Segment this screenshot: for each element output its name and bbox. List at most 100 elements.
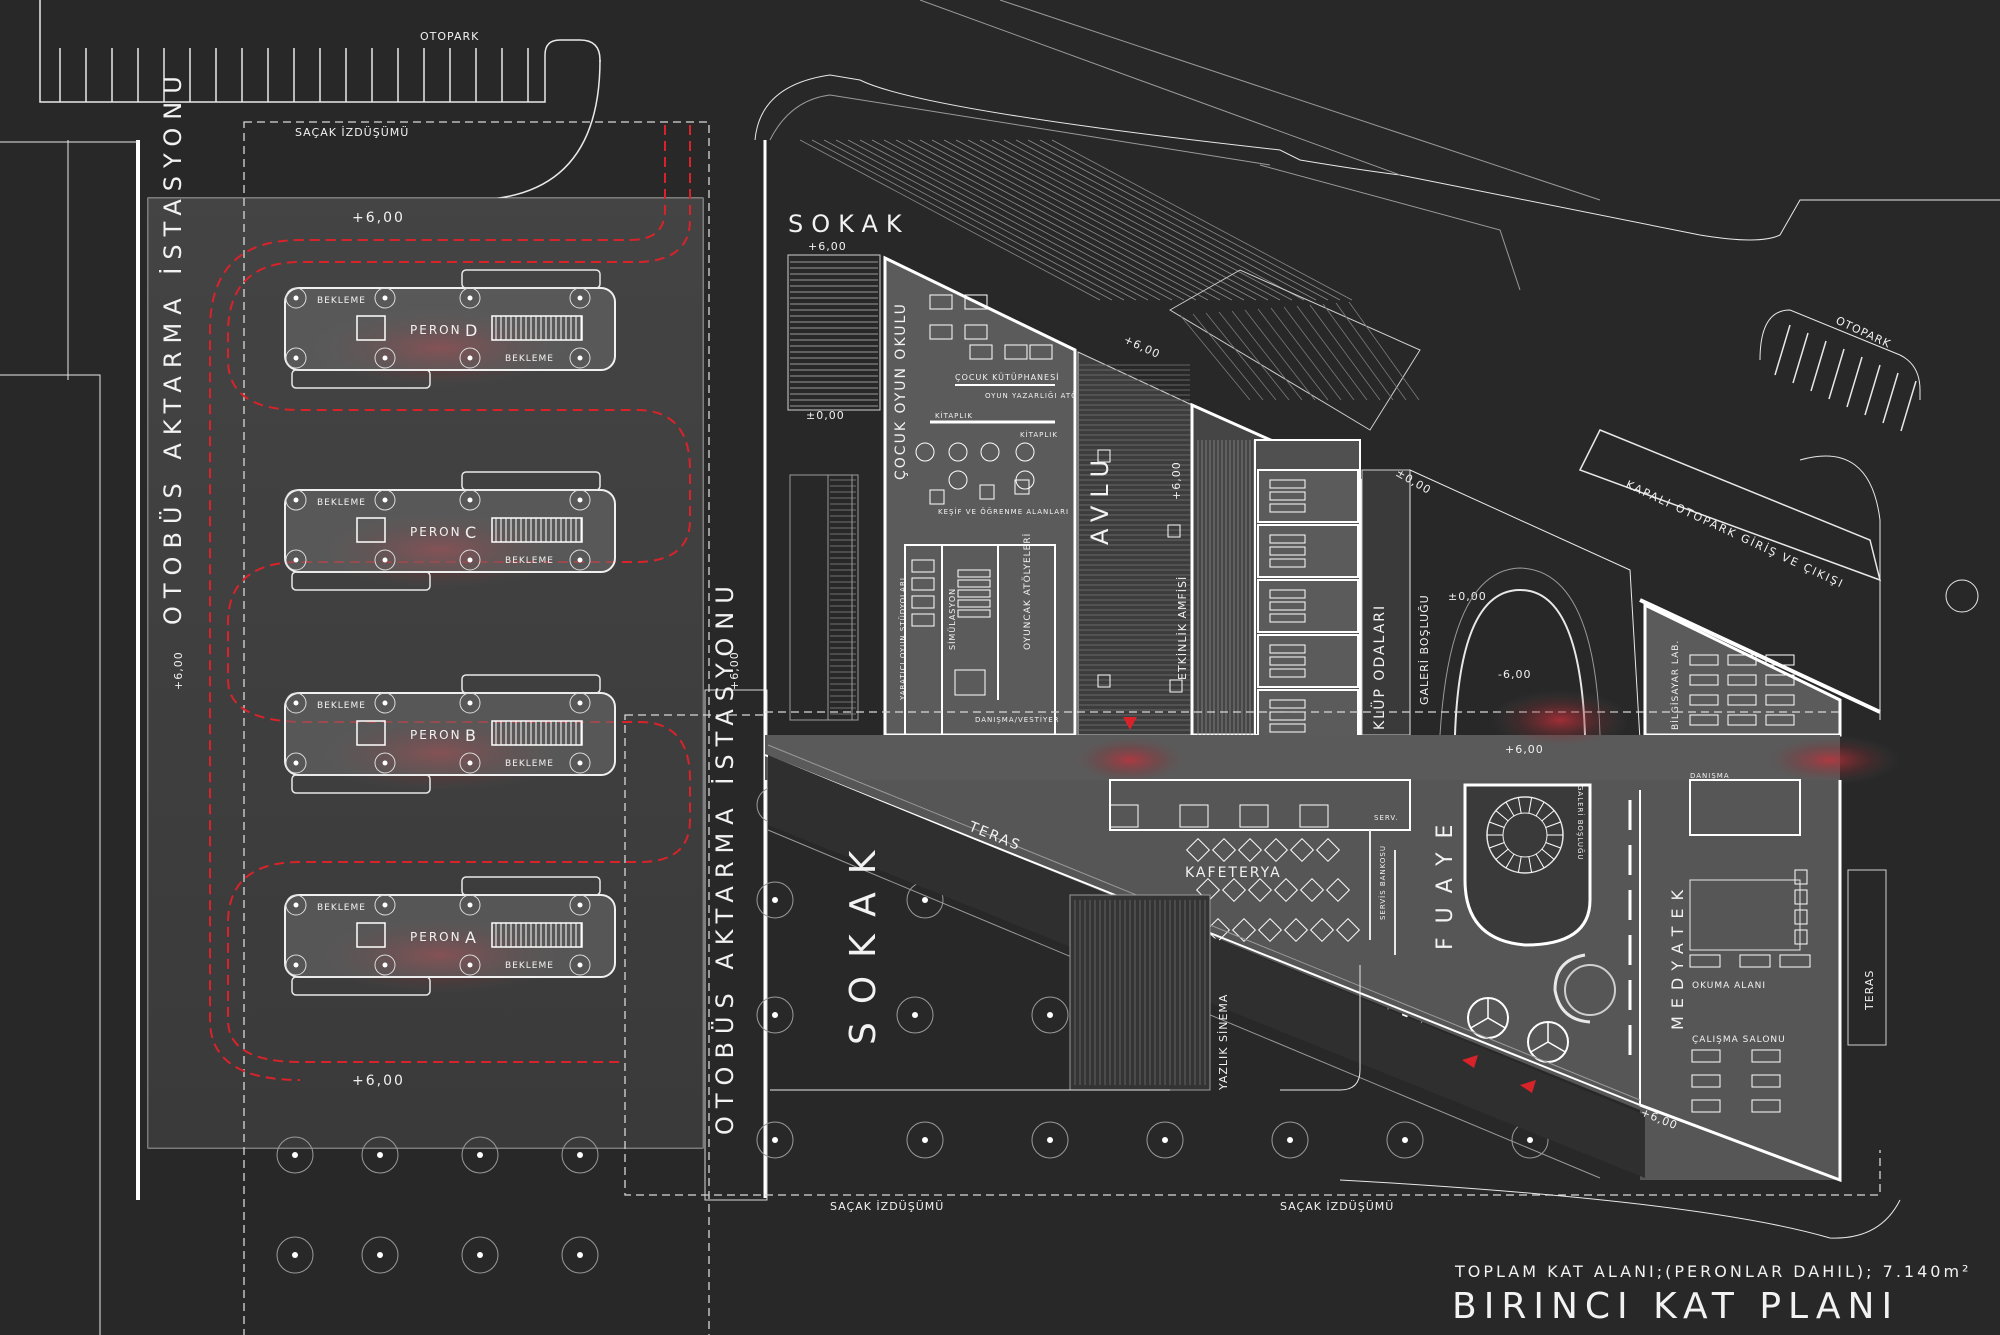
wc-fixture: [1299, 804, 1329, 828]
study-desk: [1691, 1049, 1721, 1063]
column: [285, 347, 307, 369]
plan-title: BIRINCI KAT PLANI: [1452, 1286, 1899, 1327]
peron-label: PERON: [410, 323, 462, 337]
spiral-step: [1489, 821, 1505, 828]
column: [569, 287, 591, 309]
table-icon: [980, 442, 1000, 462]
spiral-step: [1495, 848, 1509, 860]
column: [374, 752, 396, 774]
kitaplik-label: KİTAPLIK: [935, 411, 973, 420]
road-stripe: [967, 139, 1269, 301]
tree-icon: [461, 1236, 499, 1274]
planter: [1167, 524, 1181, 538]
sacak-bottom-right-label: SAÇAK İZDÜŞÜMÜ: [1280, 1200, 1394, 1213]
ramp-stripe: [1218, 311, 1290, 401]
column-dot: [467, 902, 473, 908]
parking-line: [1882, 372, 1899, 424]
column: [285, 894, 307, 916]
entrance-arrow-icon: [1123, 717, 1536, 1093]
ramp-stripe: [1231, 310, 1303, 401]
column: [285, 489, 307, 511]
bus-icon: [461, 674, 601, 694]
column: [569, 347, 591, 369]
road-stripe: [943, 139, 1245, 301]
cafe-table: [1283, 917, 1309, 943]
box-icon: [929, 489, 945, 505]
column: [569, 894, 591, 916]
otopark-right-label: OTOPARK: [1834, 314, 1893, 351]
bus-icon: [291, 976, 431, 996]
spiral-step: [1495, 810, 1509, 822]
seat-row: [957, 599, 991, 608]
tree-icon: [276, 1236, 314, 1274]
column: [569, 954, 591, 976]
servis-label: SERVİS BANKOSU: [1378, 845, 1387, 920]
ramp-stripe: [1192, 313, 1264, 401]
reading-table: [1689, 954, 1721, 968]
bekleme-label: BEKLEME: [317, 903, 366, 913]
oyuncak-label: OYUNCAK ATÖLYELERİ: [1022, 533, 1033, 650]
column: [285, 954, 307, 976]
platform-body: [284, 287, 616, 371]
computer-desk: [1689, 654, 1719, 666]
bus-icon: [291, 369, 431, 389]
bus-route: [227, 125, 691, 1063]
ramp-stripe: [1309, 304, 1381, 401]
seat: [1794, 909, 1808, 925]
club-room: [1257, 469, 1359, 523]
table-icon: [1269, 601, 1306, 611]
column: [374, 954, 396, 976]
column-dot: [577, 497, 583, 503]
tree-dot: [1287, 1137, 1293, 1143]
elevator-icon: [356, 720, 386, 746]
seat-row: [957, 579, 991, 588]
column-dot: [467, 962, 473, 968]
column-dot: [577, 760, 583, 766]
table-icon: [1269, 491, 1306, 501]
column: [285, 692, 307, 714]
study-desk: [1751, 1049, 1781, 1063]
level-600-label: +6,00: [1122, 333, 1163, 361]
wc-fixture: [1239, 804, 1269, 828]
table-icon: [915, 442, 935, 462]
bekleme-label: BEKLEME: [505, 556, 554, 566]
peron-letter: D: [465, 321, 479, 340]
computer-desk: [1727, 714, 1757, 726]
column: [569, 489, 591, 511]
platform-body: [284, 489, 616, 573]
column: [285, 287, 307, 309]
desk-icon: [1004, 344, 1028, 360]
column-dot: [382, 700, 388, 706]
serv-label: SERV.: [1374, 814, 1398, 822]
cafe-table: [1237, 837, 1263, 863]
club-room: [1257, 524, 1359, 578]
tree-icon: [1031, 996, 1069, 1034]
column-dot: [467, 355, 473, 361]
column-dot: [382, 557, 388, 563]
table-icon: [1269, 668, 1306, 678]
computer-desk: [1727, 694, 1757, 706]
desk-icon: [911, 613, 935, 627]
column: [459, 549, 481, 571]
table-icon: [1269, 656, 1306, 666]
seat-row: [957, 569, 991, 578]
column-dot: [577, 295, 583, 301]
spiral-step: [1517, 856, 1522, 873]
tree-icon: [361, 1136, 399, 1174]
spiral-step: [1541, 810, 1555, 822]
tree-icon: [1031, 1121, 1069, 1159]
spiral-step: [1535, 853, 1545, 869]
column-dot: [577, 962, 583, 968]
road-stripe: [919, 139, 1221, 301]
road-stripe: [979, 139, 1281, 301]
tree-icon: [896, 996, 934, 1034]
avlu-label: AVLU: [1086, 452, 1114, 545]
column: [459, 894, 481, 916]
oyun-yazarligi-label: OYUN YAZARLIĞI ATÖLYESİ: [985, 391, 1101, 400]
ramp-stripe: [1270, 307, 1342, 401]
tree-icon: [906, 1121, 944, 1159]
level-000-label: ±0,00: [1448, 590, 1487, 603]
